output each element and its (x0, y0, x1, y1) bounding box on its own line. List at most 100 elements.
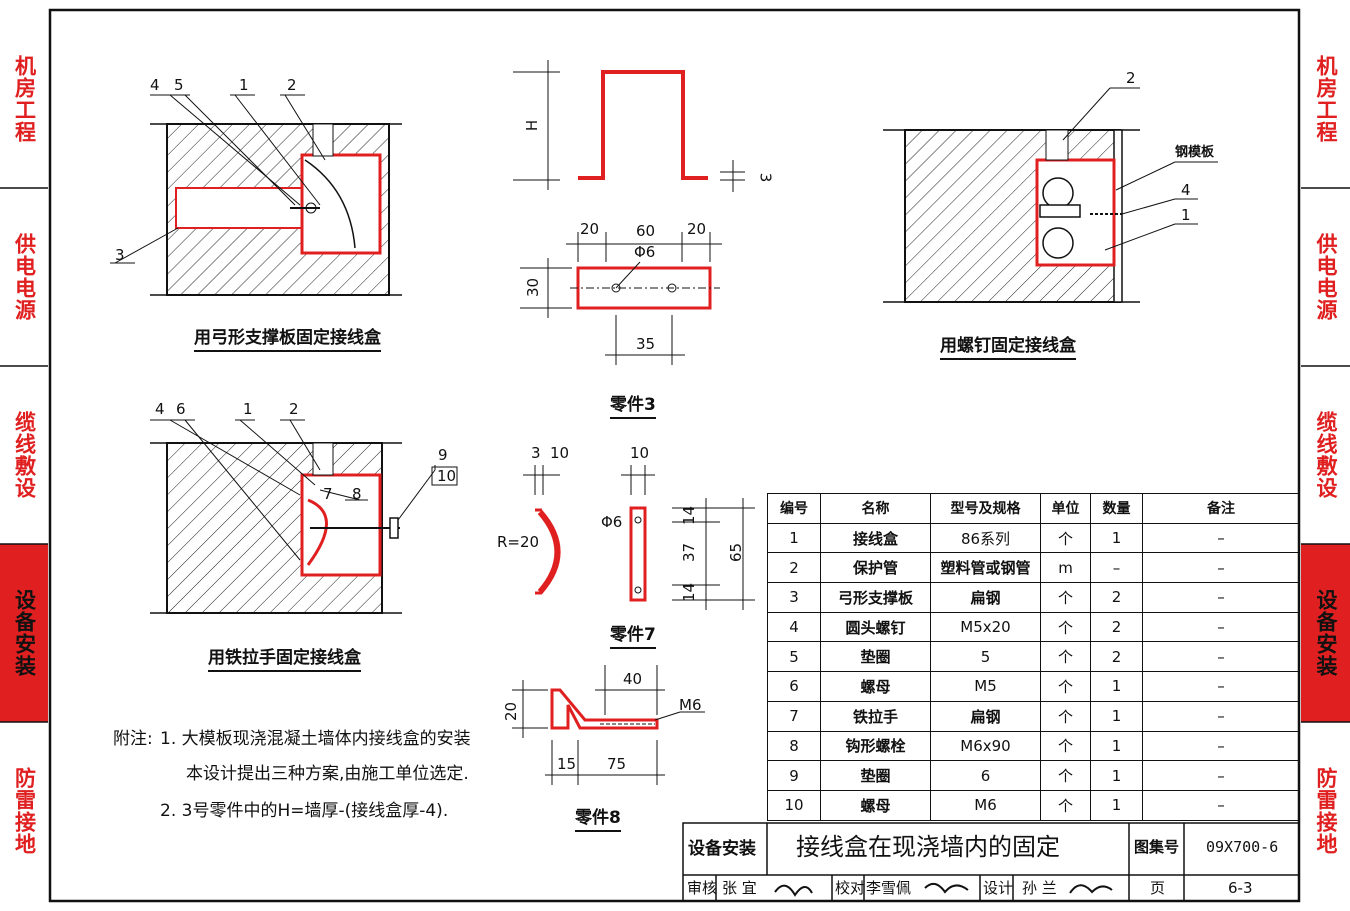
side-tab-left-2[interactable]: 供电电源 (12, 233, 37, 321)
pull-label-7: 7 (323, 485, 333, 503)
part7-dim-10b: 10 (630, 444, 650, 462)
cell-qty: 1 (1090, 760, 1143, 791)
part7-caption: 零件7 (610, 627, 656, 649)
part7-dim-10a: 10 (550, 444, 570, 462)
cell-qty: 1 (1090, 730, 1143, 762)
part8-dim-M6: M6 (679, 696, 702, 714)
cell-spec: 扁钢 (930, 700, 1041, 732)
bow-label-5: 5 (174, 76, 184, 94)
part8-dim-75: 75 (607, 755, 627, 773)
cell-no: 1 (767, 522, 821, 554)
cell-qty: 2 (1090, 582, 1143, 613)
bow-label-1: 1 (239, 76, 249, 94)
cell-remark: – (1142, 582, 1300, 613)
part3-caption: 零件3 (610, 397, 656, 419)
screw-label-1: 1 (1181, 206, 1191, 224)
cell-remark: – (1142, 552, 1300, 584)
cell-no: 8 (767, 730, 821, 762)
cell-name: 螺母 (820, 789, 931, 821)
part7-dim-14a: 14 (680, 505, 699, 526)
cell-remark: – (1142, 671, 1300, 702)
part8-caption: 零件8 (575, 810, 621, 832)
pull-label-1: 1 (243, 400, 253, 418)
part3-dim-30: 30 (524, 277, 543, 298)
side-tab-left-4[interactable]: 设备安装 (0, 544, 48, 722)
cell-unit: 个 (1040, 730, 1091, 762)
part7-dim-3: 3 (531, 444, 541, 462)
pull-handle-drawing (150, 419, 458, 614)
side-tab-right-5[interactable]: 防雷接地 (1314, 767, 1338, 855)
part3-dim-60: 60 (636, 222, 656, 240)
cell-remark: – (1142, 641, 1300, 673)
cell-name: 螺母 (820, 671, 931, 702)
cell-unit: 个 (1040, 641, 1091, 673)
side-tab-left-1[interactable]: 机房工程 (12, 55, 37, 143)
cell-remark: – (1142, 760, 1300, 791)
signatures (774, 882, 1113, 897)
cell-qty: 2 (1090, 641, 1143, 673)
cell-remark: – (1142, 730, 1300, 762)
part3-dim-20a: 20 (580, 220, 600, 238)
pull-caption: 用铁拉手固定接线盒 (208, 650, 361, 672)
page-title: 接线盒在现浇墙内的固定 (796, 833, 1060, 861)
cell-unit: 个 (1040, 611, 1091, 643)
cell-spec: M5x20 (930, 611, 1041, 643)
cell-spec: 6 (930, 760, 1041, 791)
cell-name: 保护管 (820, 552, 931, 584)
cell-name: 铁拉手 (820, 700, 931, 732)
cell-unit: 个 (1040, 789, 1091, 821)
screw-label-4: 4 (1181, 181, 1191, 199)
review-label: 审核 (687, 879, 718, 897)
cell-qty: – (1090, 552, 1143, 584)
screw-label-2: 2 (1126, 69, 1136, 87)
side-tab-right-2[interactable]: 供电电源 (1314, 233, 1338, 321)
screw-label-formwork: 钢模板 (1175, 145, 1215, 160)
cell-unit: 个 (1040, 582, 1091, 613)
parts-table-header: 编号 名称 型号及规格 单位 数量 备注 (767, 493, 1300, 524)
cell-spec: M5 (930, 671, 1041, 702)
cell-spec: 5 (930, 641, 1041, 673)
side-tab-left-5[interactable]: 防雷接地 (12, 767, 37, 855)
cell-qty: 1 (1090, 522, 1143, 554)
cell-no: 3 (767, 582, 821, 613)
cell-qty: 1 (1090, 671, 1143, 702)
title-block-lines (682, 822, 1300, 902)
cell-unit: m (1040, 552, 1091, 584)
side-tab-right-3[interactable]: 缆线敷设 (1314, 411, 1338, 499)
side-tab-right-1[interactable]: 机房工程 (1314, 55, 1338, 143)
side-tab-left-3[interactable]: 缆线敷设 (12, 411, 37, 499)
checker-name: 李雪佩 (866, 879, 912, 897)
part7-dim-phi6: Φ6 (601, 513, 623, 531)
side-tab-right-4[interactable]: 设备安装 (1301, 544, 1350, 722)
pull-label-4: 4 (155, 400, 165, 418)
part3-dim-20b: 20 (687, 220, 707, 238)
cell-unit: 个 (1040, 522, 1091, 554)
part3-dim-35: 35 (636, 335, 656, 353)
cell-spec: 扁钢 (930, 582, 1041, 613)
bow-label-2: 2 (287, 76, 297, 94)
header-name: 名称 (820, 493, 931, 524)
pull-label-6: 6 (176, 400, 186, 418)
notes-prefix: 附注: (113, 729, 153, 749)
part3-dim-phi6: Φ6 (634, 243, 656, 261)
cell-no: 10 (767, 789, 821, 821)
pull-label-9: 9 (438, 446, 448, 464)
cell-qty: 2 (1090, 611, 1143, 643)
part3-dim-H: H (523, 119, 542, 132)
cell-no: 2 (767, 552, 821, 584)
cell-remark: – (1142, 611, 1300, 643)
check-label: 校对 (835, 879, 866, 897)
note-1-line1: 1. 大模板现浇混凝土墙体内接线盒的安装 (160, 729, 471, 749)
cell-no: 6 (767, 671, 821, 702)
cell-unit: 个 (1040, 671, 1091, 702)
